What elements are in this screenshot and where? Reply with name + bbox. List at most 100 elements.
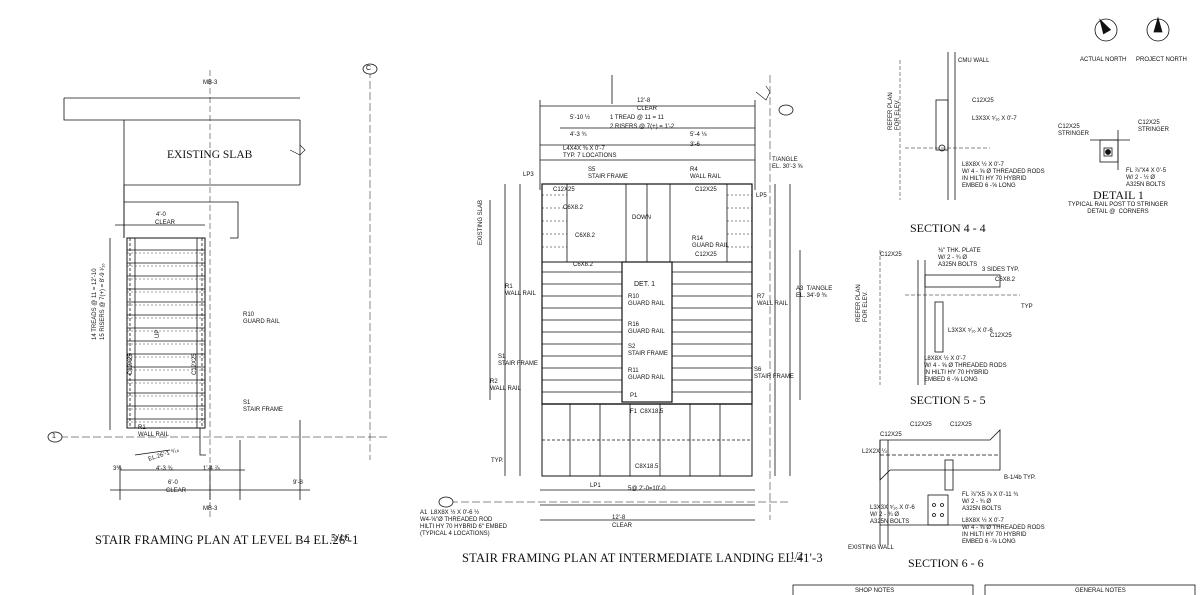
land-down: DOWN bbox=[632, 215, 651, 221]
land-lp3: LP3 bbox=[523, 172, 534, 178]
plan-b4-walls bbox=[63, 97, 306, 239]
b4-dim-98: 9'-8 bbox=[293, 480, 303, 486]
det1-stringer-right: C12X25 STRINGER bbox=[1138, 120, 1170, 133]
actual-north-label: ACTUAL NORTH bbox=[1080, 57, 1127, 63]
land-r2: R2 WALL RAIL bbox=[490, 379, 521, 392]
b4-up-label: UP bbox=[155, 329, 161, 338]
b4-dim-338: 3⅜ bbox=[113, 466, 122, 472]
s66-l3x3: L3X3X ⁵⁄₁₆ X 0'-6 W/ 2 - ¾ Ø A325N BOLTS bbox=[870, 505, 915, 525]
plan-land-treads bbox=[542, 194, 752, 393]
land-t-angle: T/ANGLE EL. 30'-3 ⅝ bbox=[772, 157, 803, 170]
b4-guard-rail: R10 GUARD RAIL bbox=[243, 312, 280, 325]
b4-wall-rail: R1 WALL RAIL bbox=[138, 425, 169, 438]
land-s6: S6 STAIR FRAME bbox=[754, 367, 794, 380]
plan-land-grid bbox=[450, 75, 801, 521]
s44-c12: C12X25 bbox=[972, 98, 994, 104]
s44-title: SECTION 4 - 4 bbox=[910, 221, 986, 235]
land-typ: TYP. bbox=[491, 458, 504, 464]
plan-b4-stair bbox=[126, 237, 206, 429]
existing-slab-label: EXISTING SLAB bbox=[167, 149, 253, 161]
land-bottom-spacing: 5@ 2'-0=10'-0 bbox=[628, 486, 666, 492]
s66-existing-wall: EXISTING WALL bbox=[848, 545, 894, 551]
land-clear: CLEAR bbox=[637, 106, 658, 112]
s55-typ: TYP bbox=[1021, 304, 1033, 310]
land-r7: R7 WALL RAIL bbox=[757, 294, 788, 307]
s55-c6: C6X8.2 bbox=[995, 277, 1016, 283]
s55-l8x8: L8X8X ½ X 0'-7 W/ 4 - ⅝ Ø THREADED RODS … bbox=[924, 356, 1007, 383]
plan-b4-scale: 5/16 bbox=[331, 533, 350, 544]
land-c8-a: C8X18.5 bbox=[640, 409, 664, 415]
det1-title: DETAIL 1 bbox=[1093, 188, 1144, 202]
land-c6-b: C6X8.2 bbox=[575, 233, 596, 239]
grid-c-bubble-label: C bbox=[366, 65, 372, 72]
b4-treads: 14 TREADS @ 11 = 12'-10 bbox=[92, 268, 98, 340]
b4-stringer-right: C12X25 bbox=[192, 353, 198, 375]
land-f1: F1 bbox=[630, 409, 638, 415]
s66-c12-a: C12X25 bbox=[910, 422, 932, 428]
s66-l8x8: L8X8X ½ X 0'-7 W/ 4 - ⅝ Ø THREADED RODS … bbox=[962, 518, 1045, 545]
land-c6-a: C6X8.2 bbox=[563, 205, 584, 211]
land-dim-54: 5'-4 ⅛ bbox=[690, 132, 707, 138]
land-c12-top-right: C12X25 bbox=[695, 187, 717, 193]
s55-l3x3: L3X3X ⁵⁄₁₆ X 0'-6 bbox=[948, 328, 993, 334]
b4-stringer-left: C12X25 bbox=[128, 353, 134, 375]
footer-boxes bbox=[792, 584, 1196, 595]
land-r10: R10 GUARD RAIL bbox=[628, 294, 665, 307]
section-6-6-lines bbox=[879, 429, 1001, 545]
s44-l8x8: L8X8X ½ X 0'-7 W/ 4 - ⅝ Ø THREADED RODS … bbox=[962, 162, 1045, 189]
b4-clear-bottom-lbl: CLEAR bbox=[166, 488, 187, 494]
project-north-label: PROJECT NORTH bbox=[1136, 57, 1187, 63]
det1-subtitle: TYPICAL RAIL POST TO STRINGER DETAIL @ C… bbox=[1068, 202, 1168, 215]
s44-l3x3: L3X3X ⁵⁄₁₆ X 0'-7 bbox=[972, 116, 1017, 122]
land-clear-bottom: CLEAR bbox=[612, 523, 633, 529]
land-existing-slab: EXISTING SLAB bbox=[478, 199, 484, 245]
mb-tag-top: MB-3 bbox=[203, 80, 218, 86]
land-c12-top-left: C12X25 bbox=[553, 187, 575, 193]
s66-l2x2: L2X2X ¼ bbox=[862, 449, 887, 455]
land-c6-c: C6X8.2 bbox=[573, 262, 594, 268]
grid-bubbles bbox=[47, 63, 794, 508]
land-tread: 1 TREAD @ 11 = 11 bbox=[610, 115, 664, 121]
land-dim-36: 3'-6 bbox=[690, 142, 700, 148]
land-det1-tag: DET. 1 bbox=[634, 281, 656, 288]
s55-sides: 3 SIDES TYP. bbox=[982, 267, 1020, 273]
land-risers: 2 RISERS @ 7(+) = 1'-2 bbox=[610, 124, 675, 130]
det1-fl: FL ⅞"X4 X 0'-5 W/ 2 - ½ Ø A325N BOLTS bbox=[1126, 168, 1167, 188]
land-r16: R16 GUARD RAIL bbox=[628, 322, 665, 335]
detail-1-lines bbox=[1090, 130, 1130, 170]
b4-dim-147: 1'-4 ⅞ bbox=[203, 466, 220, 472]
b4-dim-bottom: 4'-3 ¾ bbox=[156, 466, 173, 472]
land-s5: S5 STAIR FRAME bbox=[588, 167, 628, 180]
s66-b14: B-1/4b TYP. bbox=[1004, 475, 1036, 481]
b4-clear-label: CLEAR bbox=[155, 220, 176, 226]
s66-title: SECTION 6 - 6 bbox=[908, 556, 984, 570]
land-c12-mid-right: C12X25 bbox=[695, 252, 717, 258]
footer-shop-notes: SHOP NOTES bbox=[855, 588, 895, 594]
s55-c12: C12X25 bbox=[880, 252, 902, 258]
land-dim-51: 5'-10 ½ bbox=[570, 115, 590, 121]
land-r11: R11 GUARD RAIL bbox=[628, 368, 665, 381]
plan-land-title: STAIR FRAMING PLAN AT INTERMEDIATE LANDI… bbox=[462, 551, 823, 565]
s44-refer: REFER PLAN FOR ELEV. bbox=[888, 92, 901, 130]
footer-general-notes: GENERAL NOTES bbox=[1075, 588, 1126, 594]
s55-title: SECTION 5 - 5 bbox=[910, 393, 986, 407]
land-angle-note: L4X4X ⅜ X 0'-7 TYP. 7 LOCATIONS bbox=[563, 146, 617, 159]
land-r4: R4 WALL RAIL bbox=[690, 167, 721, 180]
land-r1: R1 WALL RAIL bbox=[505, 284, 536, 297]
s55-c12b: C12X25 bbox=[990, 333, 1012, 339]
det1-stringer-left: C12X25 STRINGER bbox=[1058, 124, 1090, 137]
plan-b4-title: STAIR FRAMING PLAN AT LEVEL B4 EL.26'-1 bbox=[95, 533, 359, 547]
plan-b4-grid bbox=[60, 70, 390, 520]
s66-c12-b: C12X25 bbox=[950, 422, 972, 428]
land-c8-b: C8X18.5 bbox=[635, 464, 659, 470]
land-t-angle2: A3 T/ANGLE EL. 34'-9 ⅜ bbox=[796, 286, 833, 299]
s44-cmu: CMU WALL bbox=[958, 58, 990, 64]
mb-tag-bottom: MB-3 bbox=[203, 506, 218, 512]
land-a1-note: A1 L8X8X ½ X 0'-6 ½ W4-⅝"Ø THREADED ROD … bbox=[420, 510, 507, 537]
section-5-5-lines bbox=[879, 250, 1020, 385]
north-arrows bbox=[1094, 16, 1170, 42]
s66-fl-plate: FL ⅞"X5 ⅞ X 0'-11 ¾ W/ 2 - ¾ Ø A325N BOL… bbox=[962, 492, 1019, 512]
land-s1: S1 STAIR FRAME bbox=[498, 354, 538, 367]
b4-stair-frame: S1 STAIR FRAME bbox=[243, 400, 283, 413]
land-lp1: LP1 bbox=[590, 483, 601, 489]
